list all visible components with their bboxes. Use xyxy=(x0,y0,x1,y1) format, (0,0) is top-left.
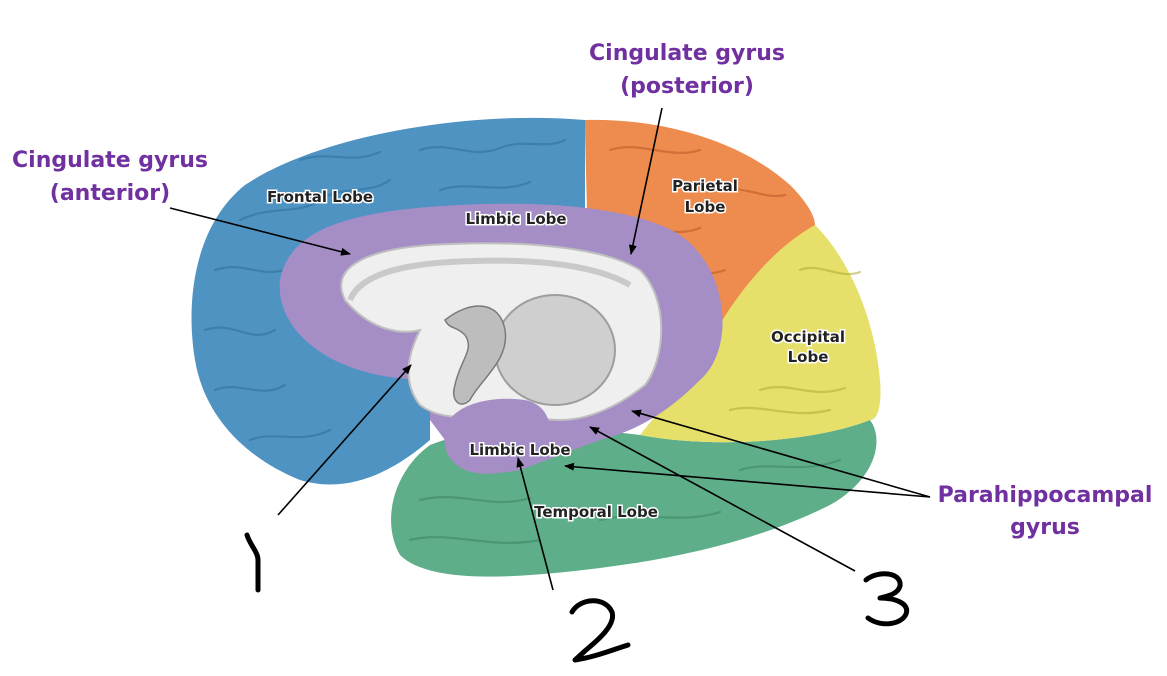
callout-cingulate-anterior-line2: (anterior) xyxy=(50,181,170,206)
arrow-parahippocampal-upper xyxy=(631,409,931,498)
handwritten-marker-3-text: 3 xyxy=(0,0,1,1)
handwritten-marker-3: 3 xyxy=(0,0,910,627)
arrow-marker-3 xyxy=(589,426,856,572)
arrow-cingulate-anterior xyxy=(169,207,351,256)
limbic-lobe-lower-label: Limbic Lobe xyxy=(469,441,570,459)
parietal-lobe-label-line2: Lobe xyxy=(685,198,726,216)
occipital-gyri xyxy=(728,266,862,415)
fornix-shape xyxy=(444,305,507,405)
arrow-cingulate-posterior xyxy=(628,107,663,255)
parietal-lobe-label-line1: Parietal xyxy=(672,177,738,195)
arrow-marker-1 xyxy=(277,364,412,516)
limbic-lobe-upper-label: Limbic Lobe xyxy=(465,210,566,228)
frontal-gyri xyxy=(203,138,567,442)
arrow-marker-2 xyxy=(516,457,554,591)
arrow-parahippocampal-lower xyxy=(564,462,931,498)
corpus-callosum-arc xyxy=(347,257,632,302)
callout-parahippocampal-line2: gyrus xyxy=(1010,515,1080,540)
limbic-lower-bulge xyxy=(444,398,550,474)
callout-cingulate-anterior-line1: Cingulate gyrus xyxy=(12,148,208,173)
handwritten-marker-1-text: 1 xyxy=(0,0,1,1)
temporal-lobe-label: Temporal Lobe xyxy=(534,503,658,521)
occipital-lobe-label-line2: Lobe xyxy=(788,348,829,366)
frontal-lobe-label: Frontal Lobe xyxy=(267,188,373,206)
callout-cingulate-posterior-line2: (posterior) xyxy=(620,74,754,99)
occipital-lobe-label-line1: Occipital xyxy=(771,328,845,346)
handwritten-marker-2: 2 xyxy=(0,0,631,663)
callout-parahippocampal-line1: Parahippocampal xyxy=(938,483,1153,508)
callout-cingulate-posterior-line1: Cingulate gyrus xyxy=(589,41,785,66)
handwritten-marker-2-text: 2 xyxy=(0,0,1,1)
occipital-lobe-region xyxy=(640,225,881,443)
thalamus-shape xyxy=(494,294,616,406)
handwritten-marker-1: 1 xyxy=(0,0,261,593)
temporal-gyri xyxy=(408,458,842,544)
